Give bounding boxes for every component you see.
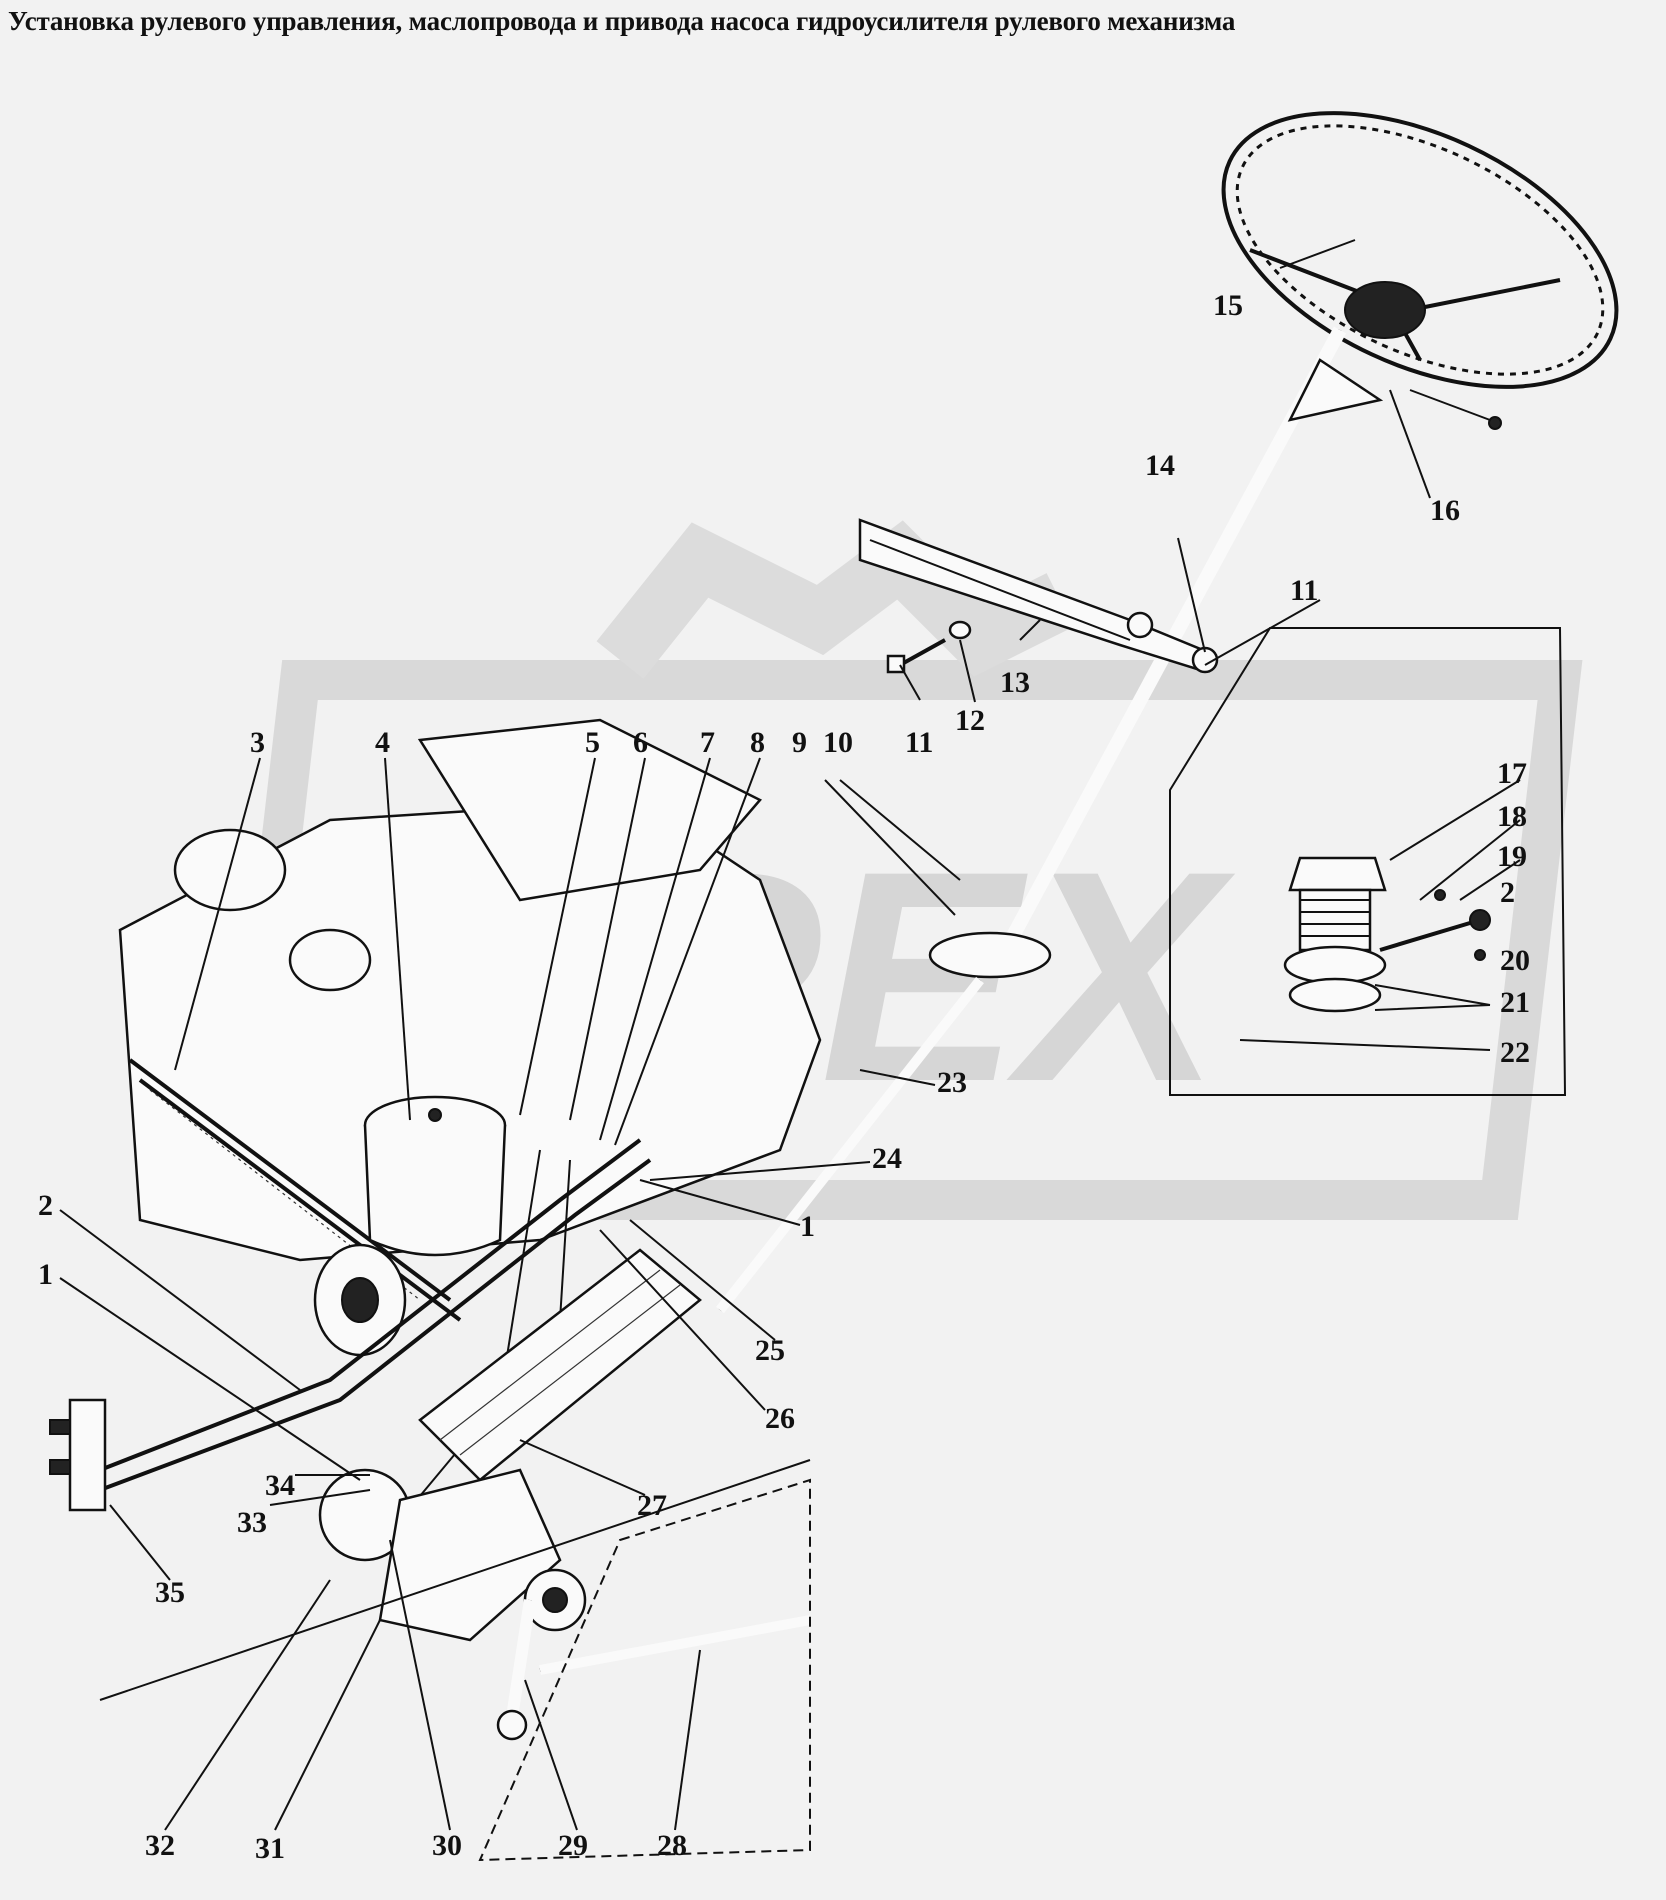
callout-16: 16 [1430, 494, 1460, 527]
callout-9: 9 [792, 726, 807, 759]
callout-18: 18 [1497, 800, 1527, 833]
callout-2-inset: 2 [1500, 876, 1515, 909]
callout-labels: 15 16 14 11 13 12 11 3 4 5 6 7 8 9 10 17… [38, 289, 1530, 1865]
callout-10: 10 [823, 726, 853, 759]
callout-7: 7 [700, 726, 715, 759]
callout-3: 3 [250, 726, 265, 759]
callout-28: 28 [657, 1829, 687, 1862]
callout-25: 25 [755, 1334, 785, 1367]
callout-1-right: 1 [800, 1210, 815, 1243]
callout-11: 11 [905, 726, 933, 759]
callout-1-left: 1 [38, 1258, 53, 1291]
column-bracket [858, 518, 1219, 674]
pump-pulley [313, 1243, 407, 1357]
callout-23: 23 [937, 1066, 967, 1099]
callout-30: 30 [432, 1829, 462, 1862]
steering-wheel [1221, 111, 1619, 389]
pitman-arm-drag-link [496, 1599, 811, 1741]
callout-32: 32 [145, 1829, 175, 1862]
callout-29: 29 [558, 1829, 588, 1862]
callout-33: 33 [237, 1506, 267, 1539]
page-title: Установка рулевого управления, маслопров… [8, 6, 1236, 36]
callout-35: 35 [155, 1576, 185, 1609]
frame-rail [99, 1459, 811, 1862]
callout-8: 8 [750, 726, 765, 759]
callout-11-top: 11 [1290, 574, 1318, 607]
connector-block [49, 1398, 107, 1512]
bolt-washer [886, 620, 972, 674]
detail-inset [1169, 627, 1567, 1096]
engine-block [118, 718, 822, 1322]
callout-20: 20 [1500, 944, 1530, 977]
callout-2-left: 2 [38, 1189, 53, 1222]
callout-6: 6 [633, 726, 648, 759]
callout-13: 13 [1000, 666, 1030, 699]
oil-tank [363, 1095, 507, 1257]
callout-12: 12 [955, 704, 985, 737]
callout-34: 34 [265, 1469, 295, 1502]
leader-lines [59, 239, 1521, 1831]
callout-19: 19 [1497, 840, 1527, 873]
callout-15: 15 [1213, 289, 1243, 322]
callout-17: 17 [1497, 757, 1527, 790]
callout-14: 14 [1145, 449, 1175, 482]
callout-22: 22 [1500, 1036, 1530, 1069]
steering-gear [318, 1248, 702, 1642]
callout-26: 26 [765, 1402, 795, 1435]
callout-4: 4 [375, 726, 390, 759]
callout-31: 31 [255, 1832, 285, 1865]
callout-24: 24 [872, 1142, 902, 1175]
callout-21: 21 [1500, 986, 1530, 1019]
callout-5: 5 [585, 726, 600, 759]
callout-27: 27 [637, 1489, 667, 1522]
